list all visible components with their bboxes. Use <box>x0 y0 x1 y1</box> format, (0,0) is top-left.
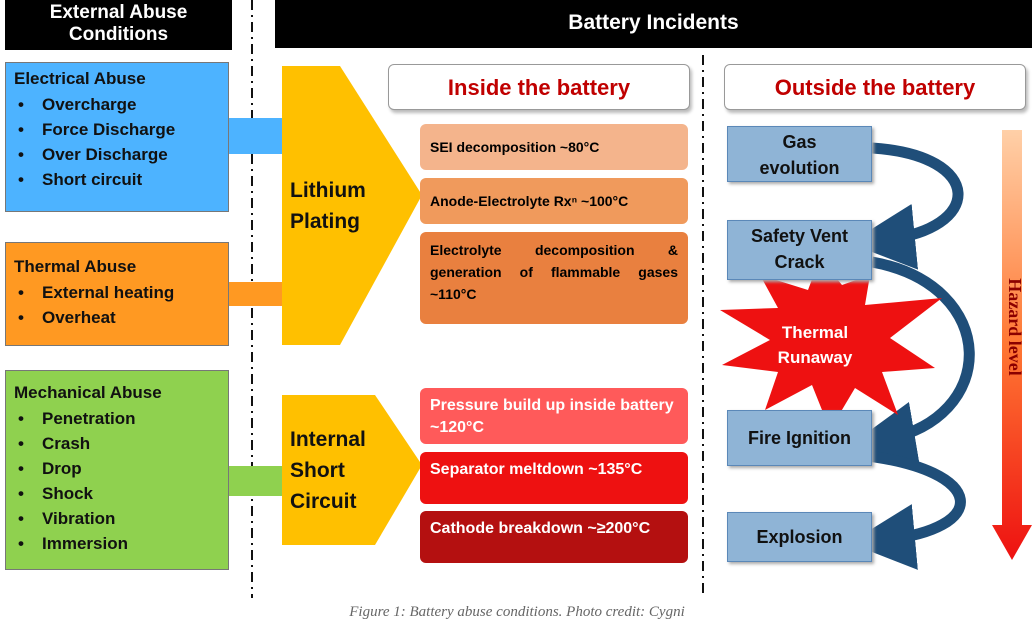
internal-short-circuit-label: Internal Short Circuit <box>290 428 366 513</box>
list-item: Penetration <box>18 406 220 431</box>
connector-thermal <box>228 282 284 306</box>
external-abuse-header-text: External Abuse Conditions <box>49 2 188 45</box>
stage-fire-ignition: Fire Ignition <box>727 410 872 466</box>
list-item: Immersion <box>18 531 220 556</box>
outside-battery-title: Outside the battery <box>724 64 1026 110</box>
inside-event-cathode: Cathode breakdown ~≥200°C <box>420 511 688 563</box>
electrical-abuse-box: Electrical Abuse Overcharge Force Discha… <box>5 62 229 212</box>
mechanical-abuse-box: Mechanical Abuse Penetration Crash Drop … <box>5 370 229 570</box>
list-item: Shock <box>18 481 220 506</box>
lithium-plating-label: Lithium Plating <box>290 179 366 233</box>
battery-incidents-header: Battery Incidents <box>275 0 1032 48</box>
inside-event-separator: Separator meltdown ~135°C <box>420 452 688 504</box>
curve-arrow-1 <box>849 142 964 270</box>
thermal-runaway-starburst <box>720 258 942 430</box>
inside-event-electrolyte: Electrolyte decomposition & generation o… <box>420 232 688 324</box>
stage-safety-vent-crack: Safety Vent Crack <box>727 220 872 280</box>
thermal-runaway-label: Thermal Runaway <box>777 323 853 367</box>
list-item: Overcharge <box>18 92 220 117</box>
list-item: Force Discharge <box>18 117 220 142</box>
battery-incidents-header-text: Battery Incidents <box>568 11 739 34</box>
list-item: Overheat <box>18 305 220 330</box>
list-item: Over Discharge <box>18 142 220 167</box>
list-item: Vibration <box>18 506 220 531</box>
inside-event-sei: SEI decomposition ~80°C <box>420 124 688 170</box>
pentagon-internal-short <box>282 395 422 545</box>
pentagon-lithium-plating <box>282 66 422 345</box>
electrical-abuse-title: Electrical Abuse <box>14 69 146 88</box>
inside-event-pressure: Pressure build up inside battery ~120°C <box>420 388 688 444</box>
electrical-abuse-list: Overcharge Force Discharge Over Discharg… <box>14 92 220 192</box>
thermal-abuse-box: Thermal Abuse External heating Overheat <box>5 242 229 346</box>
external-abuse-header: External Abuse Conditions <box>5 0 232 50</box>
inside-event-anode: Anode-Electrolyte Rxⁿ ~100°C <box>420 178 688 224</box>
inside-battery-title: Inside the battery <box>388 64 690 110</box>
hazard-level-label: Hazard level <box>1005 278 1025 376</box>
figure-caption: Figure 1: Battery abuse conditions. Phot… <box>349 604 685 620</box>
list-item: Crash <box>18 431 220 456</box>
stage-explosion: Explosion <box>727 512 872 562</box>
curve-arrow-2 <box>849 256 975 467</box>
hazard-arrow <box>992 130 1032 560</box>
mechanical-abuse-title: Mechanical Abuse <box>14 383 162 402</box>
connector-mechanical <box>228 466 284 496</box>
stage-gas-evolution: Gas evolution <box>727 126 872 182</box>
connector-electrical <box>228 118 284 154</box>
list-item: Drop <box>18 456 220 481</box>
mechanical-abuse-list: Penetration Crash Drop Shock Vibration I… <box>14 406 220 556</box>
thermal-abuse-list: External heating Overheat <box>14 280 220 330</box>
thermal-abuse-title: Thermal Abuse <box>14 257 137 276</box>
list-item: Short circuit <box>18 167 220 192</box>
list-item: External heating <box>18 280 220 305</box>
curve-arrow-3 <box>849 449 966 570</box>
